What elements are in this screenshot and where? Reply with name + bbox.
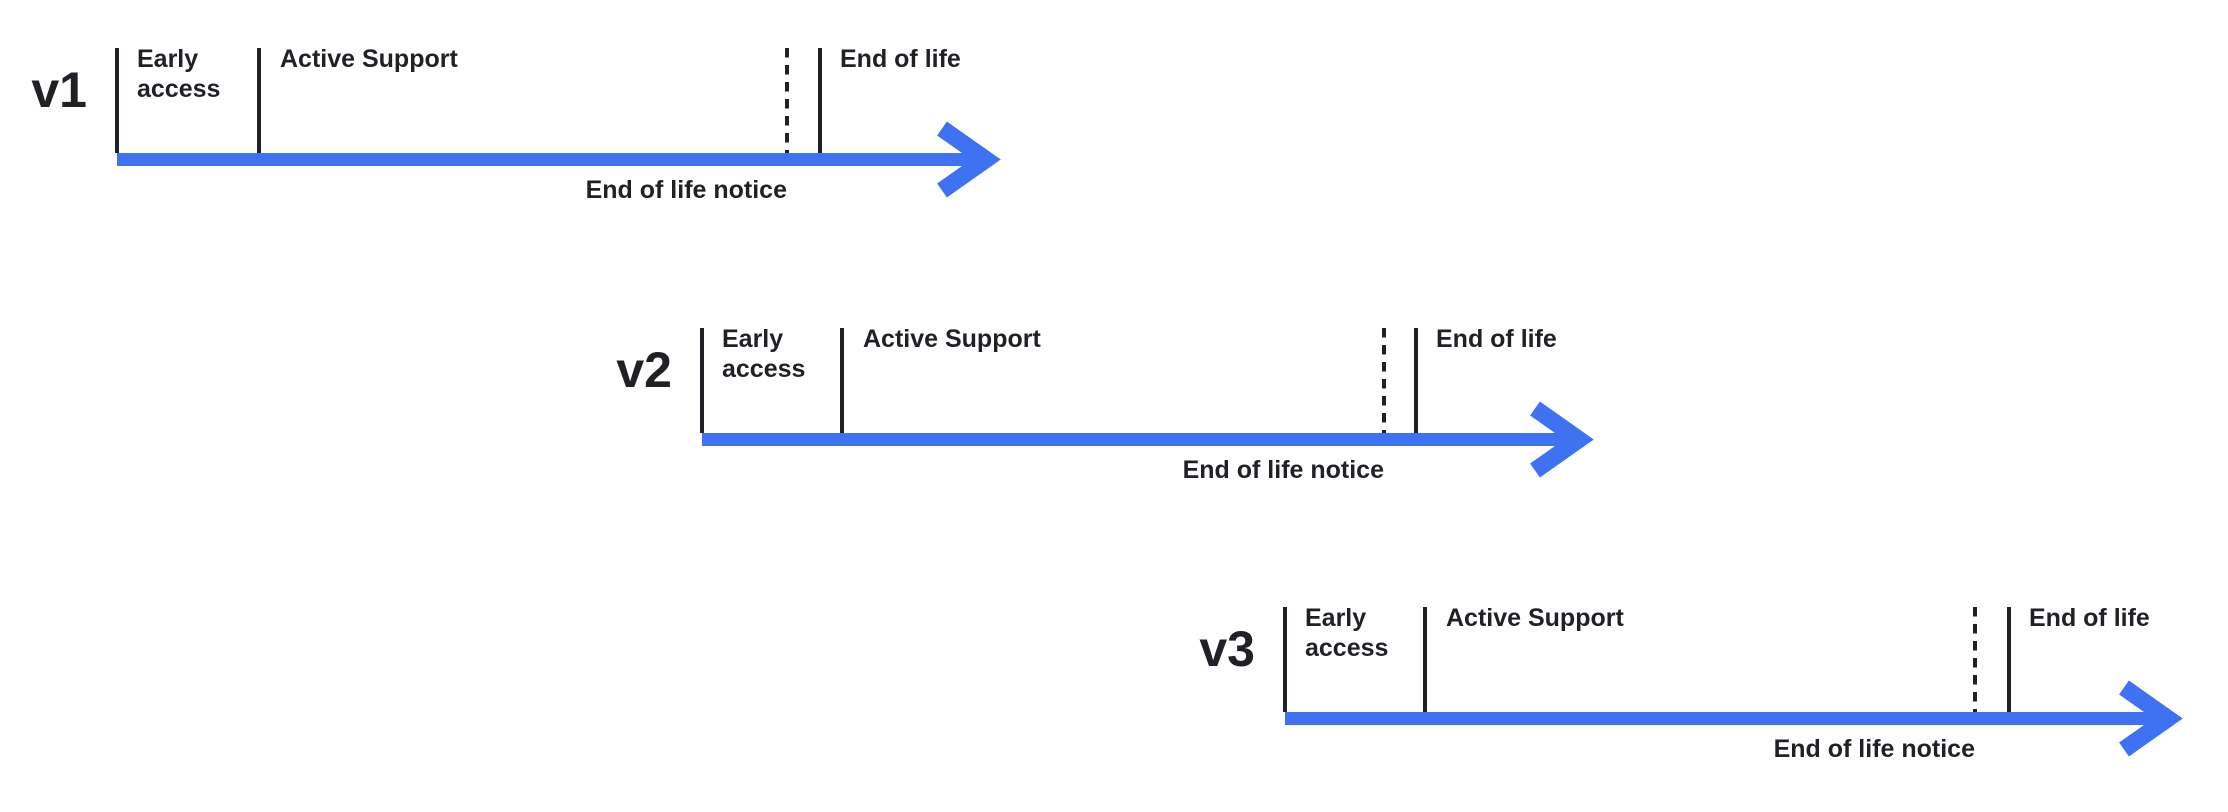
active-support-label: Active Support bbox=[863, 325, 1041, 353]
timeline-v2-graphic bbox=[700, 328, 1594, 478]
end-of-life-notice-label: End of life notice bbox=[1182, 456, 1384, 484]
end-of-life-notice-label: End of life notice bbox=[1773, 735, 1975, 763]
end-of-life-notice-label: End of life notice bbox=[585, 176, 787, 204]
early-access-label: Early access bbox=[137, 45, 221, 103]
timeline-v1-graphic bbox=[115, 48, 1001, 198]
version-label: v1 bbox=[31, 62, 87, 118]
active-support-label: Active Support bbox=[1446, 604, 1624, 632]
timeline-arrow-head bbox=[937, 121, 1001, 198]
early-access-label: Early access bbox=[722, 325, 806, 383]
end-of-life-label: End of life bbox=[2029, 604, 2150, 632]
end-of-life-label: End of life bbox=[840, 45, 961, 73]
timeline-v3-graphic bbox=[1283, 607, 2183, 757]
timeline-arrow-head bbox=[2119, 680, 2183, 757]
early-access-label: Early access bbox=[1305, 604, 1389, 662]
timeline-arrow-head bbox=[1530, 401, 1594, 478]
active-support-label: Active Support bbox=[280, 45, 458, 73]
end-of-life-label: End of life bbox=[1436, 325, 1557, 353]
version-label: v2 bbox=[616, 342, 672, 398]
version-label: v3 bbox=[1199, 621, 1255, 677]
